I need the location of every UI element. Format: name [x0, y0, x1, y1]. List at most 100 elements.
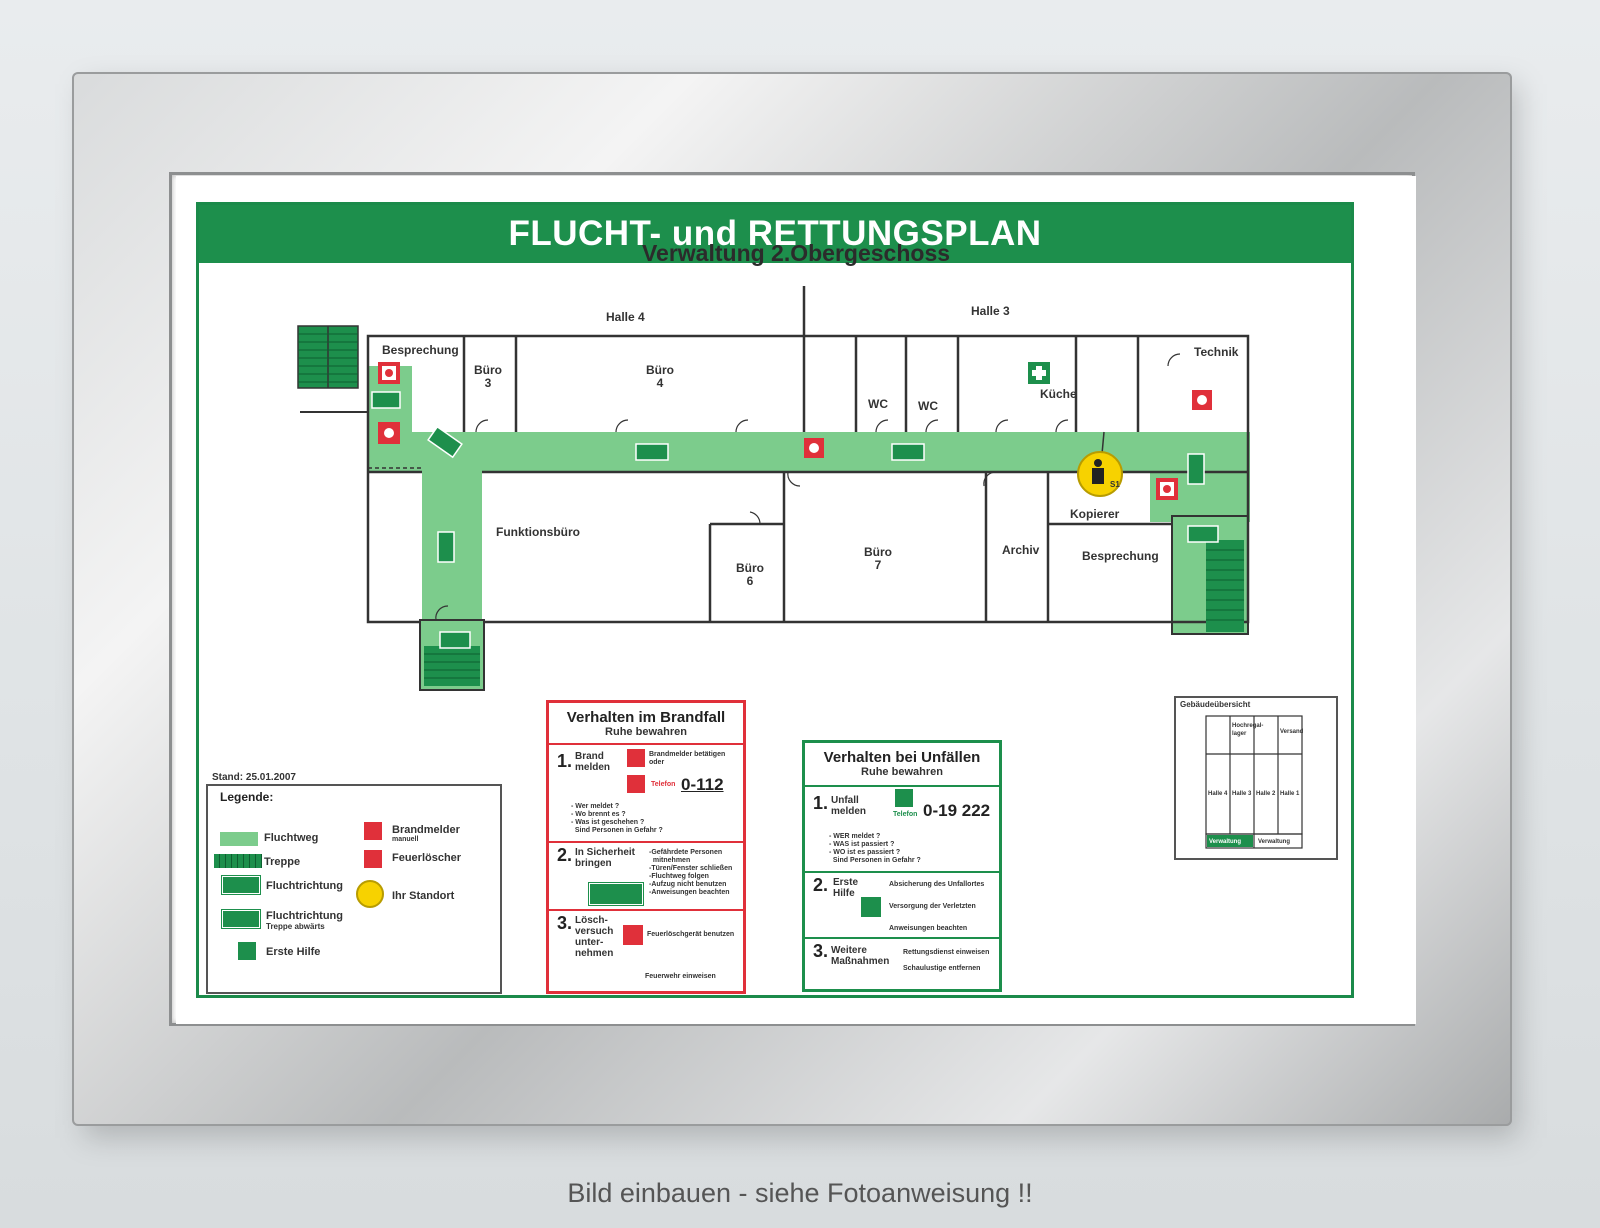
accident-step-2-number: 2. — [813, 875, 829, 895]
overview-map — [1205, 715, 1303, 849]
fire-extinguisher-icons — [378, 390, 1212, 458]
fire-subtitle: Ruhe bewahren — [605, 726, 687, 738]
floor-plan — [297, 286, 1250, 691]
legend-treppe: Treppe — [264, 856, 301, 868]
room-buero-6: Büro 6 — [736, 561, 764, 588]
escape-direction-icon — [221, 875, 261, 895]
fire-step-1-number: 1. — [557, 751, 573, 771]
accident-step-3-number: 3. — [813, 941, 829, 961]
fire-step-2-label: In Sicherheit bringen — [575, 847, 636, 869]
legend: Legende: Fluchtweg Treppe Fluchtrichtung… — [206, 784, 502, 994]
room-kopierer: Kopierer — [1070, 507, 1120, 521]
fire-step-1-label: Brand melden — [575, 751, 611, 773]
evacuation-plan-sheet: FLUCHT- und RETTUNGSPLAN Verwaltung 2.Ob… — [176, 176, 1416, 1024]
accident-step-3-label: Weitere Maßnahmen — [831, 945, 890, 967]
stairs-bottom-left — [419, 619, 485, 691]
fire-step-2-number: 2. — [557, 845, 573, 865]
fire-alarm-legend-icon — [364, 822, 382, 840]
stairs-top-left — [297, 325, 359, 389]
door-arcs — [435, 353, 1181, 621]
legend-fluchtrichtung-treppe-sub: Treppe abwärts — [266, 922, 325, 931]
plan-title: FLUCHT- und RETTUNGSPLAN — [199, 205, 1351, 263]
fire-title: Verhalten im Brandfall — [566, 709, 726, 726]
legend-erste-hilfe: Erste Hilfe — [266, 946, 321, 958]
building-overview: Gebäudeübersicht Hochregal- lager Versan… — [1174, 696, 1338, 860]
accident-subtitle: Ruhe bewahren — [861, 766, 943, 778]
legend-title: Legende: — [220, 790, 274, 804]
fire-instructions-box: Verhalten im Brandfall Ruhe bewahren 1. … — [546, 700, 746, 994]
accident-step-2-text-2: Versorgung der Verletzten — [889, 903, 976, 910]
route-swatch-icon — [220, 832, 258, 846]
legend-brandmelder: Brandmelder — [392, 824, 460, 836]
you-are-here-badge: S1 — [1110, 480, 1120, 489]
accident-step-3-text-1: Rettungsdienst einweisen — [903, 949, 990, 956]
room-kueche: Küche — [1040, 387, 1077, 401]
accident-step-1-number: 1. — [813, 793, 829, 813]
accident-step-2-text-1: Absicherung des Unfallortes — [889, 881, 985, 888]
fire-phone-label: Telefon — [651, 781, 676, 788]
room-wc-1: WC — [868, 397, 888, 411]
accident-step-1-label: Unfall melden — [831, 795, 867, 817]
overview-label-hochregal: Hochregal- lager — [1232, 723, 1264, 737]
accident-instructions-box: Verhalten bei Unfällen Ruhe bewahren 1. … — [802, 740, 1002, 992]
accident-phone-number: 0-19 222 — [923, 801, 991, 820]
fire-alarm-icons — [378, 362, 1178, 500]
room-wc-2: WC — [918, 399, 938, 413]
first-aid-icon — [1028, 362, 1050, 384]
room-buero-4: Büro 4 — [646, 363, 674, 390]
overview-hall-3: Halle 3 — [1232, 791, 1252, 797]
accident-step-2-label: Erste Hilfe — [833, 877, 859, 899]
exit-sign-icon — [588, 882, 644, 906]
you-are-here-legend-icon — [356, 880, 384, 908]
legend-fluchtrichtung: Fluchtrichtung — [266, 880, 343, 892]
overview-hall-2: Halle 2 — [1256, 791, 1276, 797]
exit-sign-icons — [371, 391, 1219, 649]
room-buero-7: Büro 7 — [864, 545, 892, 572]
caption: Bild einbauen - siehe Fotoanweisung !! — [567, 1178, 1033, 1208]
overview-label-versand: Versand — [1280, 729, 1304, 735]
room-archiv: Archiv — [1002, 543, 1040, 557]
extinguisher-legend-icon — [364, 850, 382, 868]
legend-brandmelder-sub: manuell — [392, 836, 419, 843]
fire-step-2-text: -Gefährdete Personen mitnehmen -Türen/Fe… — [649, 849, 733, 896]
overview-verwaltung-right: Verwaltung — [1258, 839, 1291, 845]
escape-route — [368, 366, 1250, 634]
room-buero-3: Büro 3 — [474, 363, 502, 390]
you-are-here-marker — [1077, 431, 1123, 497]
legend-feuerloescher: Feuerlöscher — [392, 852, 462, 864]
hall-3-label: Halle 3 — [971, 304, 1010, 318]
legend-fluchtrichtung-treppe: Fluchtrichtung — [266, 910, 343, 922]
plan-subtitle: Verwaltung 2.Obergeschoss — [641, 240, 951, 266]
sheet-border: FLUCHT- und RETTUNGSPLAN — [196, 202, 1354, 998]
fire-step-3-label: Lösch- versuch unter- nehmen — [575, 915, 614, 959]
fire-step-3-number: 3. — [557, 913, 573, 933]
first-aid-green-icon — [861, 897, 881, 917]
escape-stairs-down-icon — [221, 909, 261, 929]
fire-phone-number: 0-112 — [681, 775, 724, 794]
room-besprechung-bottom: Besprechung — [1082, 549, 1159, 563]
room-technik: Technik — [1194, 345, 1239, 359]
fire-alarm-icon — [627, 749, 645, 767]
overview-title: Gebäudeübersicht — [1180, 700, 1251, 709]
legend-standort: Ihr Standort — [392, 890, 455, 902]
room-funktionsbuero: Funktionsbüro — [496, 525, 580, 539]
fire-step-3-text: Feuerlöschgerät benutzen — [647, 931, 735, 938]
legend-fluchtweg: Fluchtweg — [264, 832, 319, 844]
room-besprechung-top: Besprechung — [382, 343, 459, 357]
plan-date: Stand: 25.01.2007 — [212, 772, 296, 783]
overview-hall-1: Halle 1 — [1280, 791, 1300, 797]
accident-step-3-text-2: Schaulustige entfernen — [903, 965, 981, 972]
fire-step-3-footer: Feuerwehr einweisen — [645, 973, 716, 980]
accident-title: Verhalten bei Unfällen — [823, 749, 981, 766]
phone-icon — [627, 775, 645, 793]
fire-extinguisher-icon — [623, 925, 643, 945]
accident-phone-label: Telefon — [893, 811, 918, 818]
stairs-right — [1171, 515, 1249, 635]
accident-step-1-questions: - WER meldet ? - WAS ist passiert ? - WO… — [829, 833, 921, 864]
overview-hall-4: Halle 4 — [1208, 791, 1228, 797]
accident-step-2-text-3: Anweisungen beachten — [889, 925, 968, 932]
stairs-swatch-icon — [214, 854, 262, 868]
hall-4-label: Halle 4 — [606, 310, 645, 324]
first-aid-legend-icon — [238, 942, 256, 960]
fire-step-1-text: Brandmelder betätigen oder — [649, 751, 726, 766]
